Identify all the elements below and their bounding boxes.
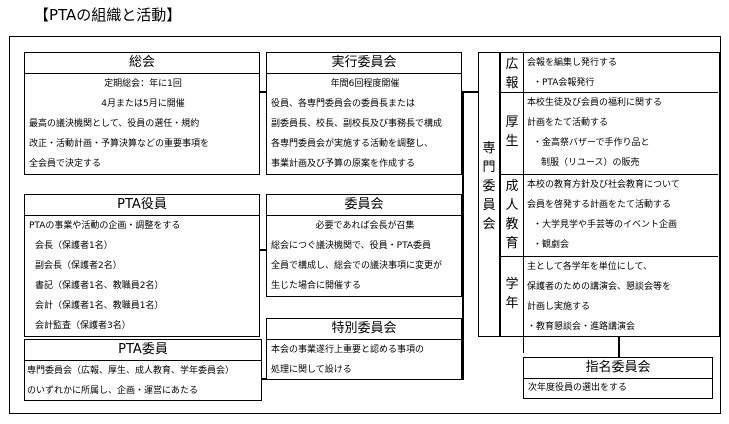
committee-gakunen: 学 年 主として各学年を単位にして、 保護者のための講演会、懇談会等を 計画し実… — [501, 257, 718, 353]
tokubetsu-line: 本会の事業遂行上重要と認める事項の — [271, 345, 425, 355]
yakuin-line: 副会長（保護者2名） — [35, 261, 122, 271]
jikkou-box: 実行委員会 年間6回程度開催 役員、各専門委員会の委員長または 副委員長、校長、… — [266, 52, 462, 175]
senmon-label-char: 員 — [482, 198, 496, 213]
yakuin-line: PTAの事業や活動の企画・調整をする — [29, 221, 181, 231]
senmon-label-char: 会 — [482, 217, 496, 232]
tokubetsu-box: 特別委員会 本会の事業遂行上重要と認める事項の 処理に関して設ける — [266, 318, 462, 380]
senmon-label-box: 専 門 委 員 会 — [478, 52, 500, 337]
yakuin-box: PTA役員 PTAの事業や活動の企画・調整をする 会長（保護者1名） 副会長（保… — [24, 194, 260, 337]
tokubetsu-title: 特別委員会 — [267, 319, 461, 340]
connector-yakuin-iinkai — [260, 249, 268, 251]
senmon-label-char: 委 — [482, 179, 496, 194]
shimei-box: 指名委員会 次年度役員の選出をする — [523, 357, 713, 399]
committee-line: ・教育懇談会・進路講演会 — [527, 322, 636, 332]
soukai-line: 全会員で決定する — [29, 159, 102, 169]
yakuin-line: 会長（保護者1名） — [35, 241, 113, 251]
committee-line: ・金高祭バザーで手作り品と — [533, 138, 650, 148]
soukai-line: 最高の議決機関として、役員の選任・規約 — [29, 119, 200, 129]
iin-line: のいずれかに所属し、企画・運営にあたる — [27, 386, 199, 396]
committee-line: ・PTA会報発行 — [533, 78, 595, 88]
iin-line: 専門委員会（広報、厚生、成人教育、学年委員会） — [27, 366, 235, 376]
yakuin-line: 会計（保護者1名、教職員1名） — [35, 301, 164, 311]
committee-line: 会報を編集し発行する — [527, 58, 618, 68]
senmon-label-char: 専 — [482, 141, 496, 156]
iinkai-line: 総会につぐ議決機関で、役員・PTA委員 — [271, 241, 432, 251]
iin-title: PTA委員 — [25, 340, 261, 361]
committee-kousei: 厚 生 本校生徒及び会員の福利に関する 計画をたて活動する ・金高祭バザーで手作… — [501, 93, 718, 194]
shimei-title: 指名委員会 — [524, 358, 712, 379]
committee-line: 本校の教育方針及び社会教育について — [527, 180, 680, 190]
committee-label-char: 成 — [505, 179, 519, 194]
connector-iin-trunk — [460, 378, 464, 380]
committee-line: 制服（リユース）の販売 — [541, 158, 640, 168]
senmon-committees-box: 広 報 会報を編集し発行する ・PTA会報発行 厚 生 本校生徒及び会員の福利に… — [500, 52, 720, 353]
yakuin-line: 会計監査（保護者3名） — [35, 321, 131, 331]
jikkou-line: 年間6回程度開催 — [330, 79, 400, 89]
committee-kouhou-label: 広 報 — [501, 53, 524, 94]
page-title: 【PTAの組織と活動】 — [34, 6, 182, 24]
committee-label-char: 年 — [505, 296, 519, 311]
connector-jikkou-senmon — [462, 91, 478, 93]
iinkai-line: 生じた場合に開催する — [271, 281, 362, 291]
yakuin-title: PTA役員 — [25, 195, 259, 216]
committee-seijin-label: 成 人 教 育 — [501, 175, 524, 258]
jikkou-line: 事業計画及び予算の原案を作成する — [271, 159, 416, 169]
jikkou-title: 実行委員会 — [267, 53, 461, 74]
soukai-line: 4月または5月に開催 — [101, 99, 185, 109]
iinkai-title: 委員会 — [267, 195, 461, 216]
soukai-box: 総会 定期総会：年に1回 4月または5月に開催 最高の議決機関として、役員の選任… — [24, 52, 260, 175]
jikkou-line: 役員、各専門委員会の委員長または — [271, 99, 416, 109]
committee-label-char: 人 — [505, 198, 519, 213]
committee-line: 会員を啓発する計画をたて活動する — [527, 200, 672, 210]
committee-kousei-label: 厚 生 — [501, 93, 524, 194]
jikkou-line: 副委員長、校長、副校長及び事務長で構成 — [271, 119, 443, 129]
committee-label-char: 厚 — [505, 115, 519, 130]
committee-line: 計画し実施する — [527, 302, 591, 312]
committee-line: 保護者のための講演会、懇談会等を — [527, 282, 672, 292]
committee-line: ・大学見学や手芸等のイベント企画 — [533, 220, 678, 230]
connector-shimei-drop — [618, 337, 620, 357]
committee-line: 主として各学年を単位にして、 — [527, 262, 653, 272]
committee-label-char: 報 — [505, 76, 519, 91]
soukai-title: 総会 — [25, 53, 259, 74]
iinkai-line: 全員で構成し、総会での議決事項に変更が — [271, 261, 443, 271]
committee-seijin: 成 人 教 育 本校の教育方針及び社会教育について 会員を啓発する計画をたて活動… — [501, 175, 718, 258]
connector-trunk — [462, 91, 464, 379]
senmon-label-char: 門 — [482, 160, 496, 175]
committee-label-char: 教 — [505, 217, 519, 232]
iin-box: PTA委員 専門委員会（広報、厚生、成人教育、学年委員会） のいずれかに所属し、… — [24, 339, 262, 401]
soukai-line: 定期総会：年に1回 — [104, 79, 182, 89]
committee-line: ・観劇会 — [533, 240, 570, 250]
connector-soukai-jikkou — [260, 91, 268, 93]
committee-line: 計画をたて活動する — [527, 118, 609, 128]
committee-gakunen-label: 学 年 — [501, 257, 524, 353]
shimei-line: 次年度役員の選出をする — [528, 383, 628, 393]
committee-label-char: 生 — [505, 134, 519, 149]
committee-kouhou: 広 報 会報を編集し発行する ・PTA会報発行 — [501, 53, 718, 94]
soukai-line: 改正・活動計画・予算決算などの重要事項を — [29, 139, 210, 149]
committee-label-char: 育 — [505, 236, 519, 251]
tokubetsu-line: 処理に関して設ける — [271, 365, 352, 375]
committee-line: 本校生徒及び会員の福利に関する — [527, 98, 663, 108]
yakuin-line: 書記（保護者1名、教職員2名） — [35, 281, 164, 291]
iinkai-box: 委員会 必要であれば会長が召集 総会につぐ議決機関で、役員・PTA委員 全員で構… — [266, 194, 462, 297]
jikkou-line: 各専門委員会が実施する活動を調整し、 — [271, 139, 434, 149]
outer-frame — [9, 36, 721, 414]
committee-label-char: 学 — [505, 277, 519, 292]
committee-label-char: 広 — [505, 57, 519, 72]
iinkai-line: 必要であれば会長が召集 — [315, 221, 415, 231]
